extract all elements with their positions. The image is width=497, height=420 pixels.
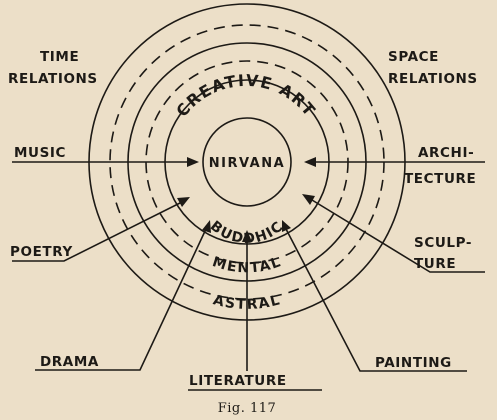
drama-arrow-line <box>35 228 207 371</box>
drama-label: DRAMA <box>40 354 99 370</box>
archi-label: ARCHI- <box>418 145 474 161</box>
sculp-label: SCULP- <box>414 235 472 251</box>
creative-art-label: CREATIVE ART <box>172 71 319 121</box>
nirvana-circle <box>202 117 292 207</box>
time-label: TIME <box>40 49 79 65</box>
poetry-arrowhead <box>177 197 190 207</box>
music-arrowhead <box>187 157 199 167</box>
sculpture-arrowhead <box>302 194 315 205</box>
drama-arrowhead <box>202 220 211 233</box>
painting-label: PAINTING <box>375 355 452 371</box>
figure-caption: Fig. 117 <box>218 401 277 416</box>
poetry-label: POETRY <box>10 244 73 260</box>
relations-left-label: RELATIONS <box>8 71 98 87</box>
poetry-arrow-line <box>12 201 183 262</box>
literature-arrowhead <box>242 230 252 242</box>
nirvana-label: NIRVANA <box>209 156 285 171</box>
architecture-arrowhead <box>304 157 316 167</box>
painting-arrow-line <box>285 228 467 372</box>
space-label: SPACE <box>388 49 439 65</box>
relations-right-label: RELATIONS <box>388 71 478 87</box>
literature-label: LITERATURE <box>189 373 287 389</box>
tecture-label: TECTURE <box>404 171 476 187</box>
music-label: MUSIC <box>14 145 66 161</box>
sculpture-arrow-line <box>311 199 485 273</box>
ture-label: TURE <box>414 256 456 272</box>
painting-arrowhead <box>282 220 291 232</box>
